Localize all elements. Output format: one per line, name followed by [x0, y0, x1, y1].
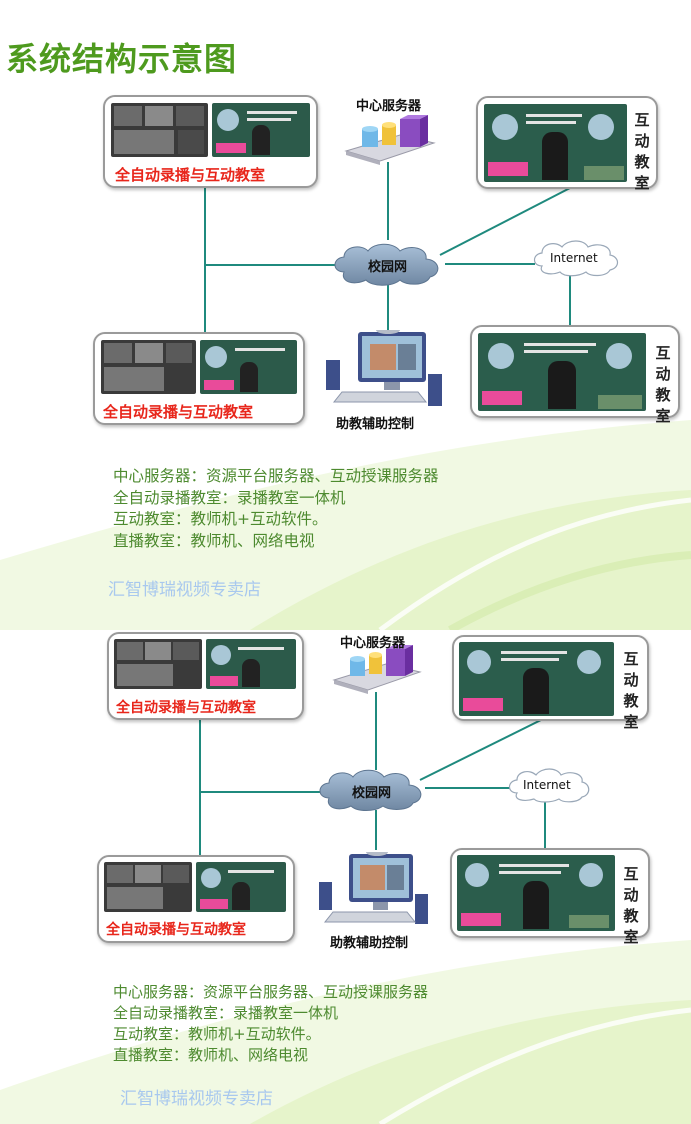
- network-wires: [199, 692, 546, 856]
- legend-item: 直播教室：教师机、网络电视: [113, 531, 315, 550]
- legend-item: 全自动录播教室：录播教室一体机: [113, 488, 346, 507]
- internet-cloud-icon: [533, 240, 619, 277]
- classroom-screenshot: [212, 103, 310, 157]
- interactive-classroom-card: 互动 教室: [450, 848, 650, 946]
- classroom-screenshot: [478, 333, 646, 411]
- recording-classroom-label: 全自动录播与互动教室: [103, 403, 254, 421]
- assistant-computer-icon: [319, 852, 428, 924]
- interactive-classroom-label: 互动 教室: [655, 344, 671, 425]
- classroom-screenshot: [484, 104, 627, 182]
- assistant-computer-icon: [326, 330, 442, 406]
- server-label: 中心服务器: [340, 636, 406, 651]
- legend-item: 全自动录播教室：录播教室一体机: [113, 1004, 339, 1022]
- classroom-screenshot: [206, 639, 296, 689]
- campus-network-cloud-icon: [319, 769, 422, 811]
- server-icon: [344, 115, 436, 165]
- server-icon: [332, 645, 422, 694]
- recording-classroom-card: 全自动录播与互动教室: [107, 632, 304, 720]
- network-wires: [204, 162, 571, 335]
- classroom-screenshot: [196, 862, 286, 912]
- legend: 中心服务器：资源平台服务器、互动授课服务器 全自动录播教室：录播教室一体机 互动…: [113, 982, 428, 1066]
- diagram-panel-2: 全自动录播与互动教室 中心服务器 互动 教室 校园网 Internet: [0, 620, 691, 1124]
- classroom-screenshot: [114, 639, 202, 689]
- classroom-screenshot: [200, 340, 297, 394]
- campus-network-label: 校园网: [352, 786, 392, 801]
- classroom-screenshot: [111, 103, 208, 157]
- server-label: 中心服务器: [356, 99, 422, 114]
- recording-classroom-card: 全自动录播与互动教室: [97, 855, 295, 943]
- internet-label: Internet: [550, 251, 598, 265]
- legend-item: 直播教室：教师机、网络电视: [113, 1046, 309, 1064]
- legend-item: 中心服务器：资源平台服务器、互动授课服务器: [113, 983, 429, 1001]
- classroom-screenshot: [457, 855, 615, 931]
- recording-classroom-label: 全自动录播与互动教室: [106, 922, 246, 938]
- legend-item: 互动教室：教师机+互动软件。: [113, 1025, 321, 1043]
- classroom-screenshot: [104, 862, 192, 912]
- interactive-classroom-label: 互动 教室: [623, 650, 639, 731]
- assistant-label: 助教辅助控制: [330, 936, 409, 951]
- campus-network-label: 校园网: [368, 260, 408, 275]
- recording-classroom-card: 全自动录播与互动教室: [93, 332, 305, 425]
- legend: 中心服务器：资源平台服务器、互动授课服务器 全自动录播教室：录播教室一体机 互动…: [113, 466, 439, 552]
- interactive-classroom-card: 互动 教室: [476, 96, 658, 192]
- interactive-classroom-label: 互动 教室: [634, 111, 650, 192]
- legend-item: 互动教室：教师机+互动软件。: [113, 510, 328, 528]
- recording-classroom-label: 全自动录播与互动教室: [116, 700, 256, 716]
- recording-classroom-card: 全自动录播与互动教室: [103, 95, 318, 188]
- watermark: 汇智博瑞视频专卖店: [120, 1089, 273, 1109]
- interactive-classroom-card: 互动 教室: [470, 325, 680, 425]
- watermark: 汇智博瑞视频专卖店: [108, 580, 261, 600]
- legend-item: 中心服务器：资源平台服务器、互动授课服务器: [113, 467, 439, 485]
- internet-cloud-icon: [508, 768, 590, 803]
- classroom-screenshot: [459, 642, 614, 716]
- recording-classroom-label: 全自动录播与互动教室: [115, 166, 266, 184]
- internet-label: Internet: [523, 778, 571, 792]
- classroom-screenshot: [101, 340, 196, 394]
- campus-network-cloud-icon: [334, 243, 439, 286]
- interactive-classroom-label: 互动 教室: [623, 865, 639, 946]
- assistant-label: 助教辅助控制: [336, 417, 415, 432]
- diagram-panel-1: 全自动录播与互动教室 中心服务器 互动 教室 校园网 I: [93, 95, 680, 600]
- interactive-classroom-card: 互动 教室: [452, 635, 649, 731]
- page-title: 系统结构示意图: [6, 40, 238, 78]
